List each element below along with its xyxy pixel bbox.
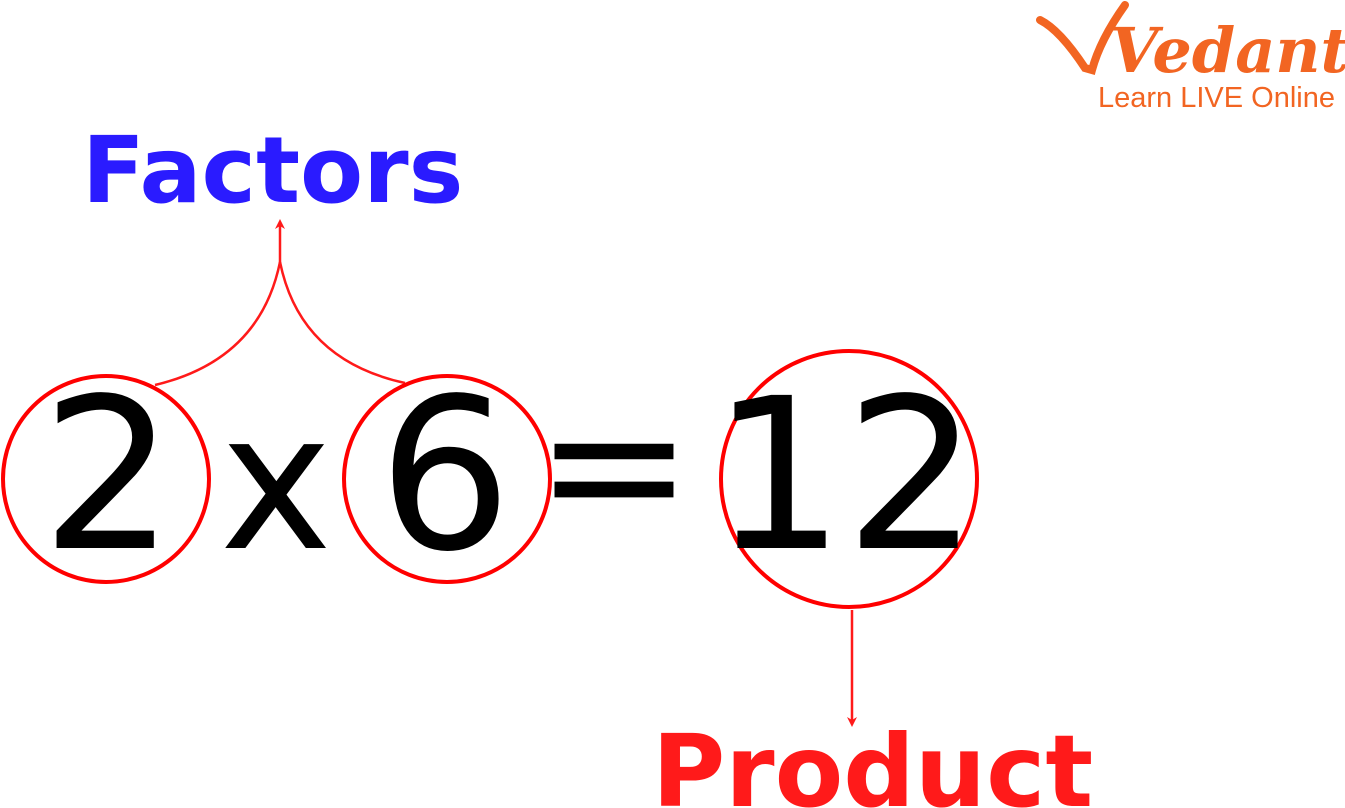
factor1-circle <box>1 374 211 584</box>
logo-tagline: Learn LIVE Online <box>1098 82 1335 114</box>
logo-wordmark: Vedantu <box>1110 14 1345 87</box>
multiply-sign: x <box>220 372 332 593</box>
product-label: Product <box>652 713 1093 808</box>
factor-connector-right <box>278 261 406 385</box>
logo-checkmark-icon <box>1036 1 1129 75</box>
equals-sign: = <box>534 354 693 575</box>
factors-label: Factors <box>82 117 463 224</box>
vedantu-logo: Vedantu Learn LIVE Online <box>1036 1 1345 114</box>
factor2-number: 6 <box>378 353 512 598</box>
factor-connector-left <box>154 261 282 387</box>
factor1-number: 2 <box>41 353 175 598</box>
factor2-circle <box>342 374 552 584</box>
product-number: 12 <box>711 353 978 598</box>
product-circle <box>719 349 979 609</box>
